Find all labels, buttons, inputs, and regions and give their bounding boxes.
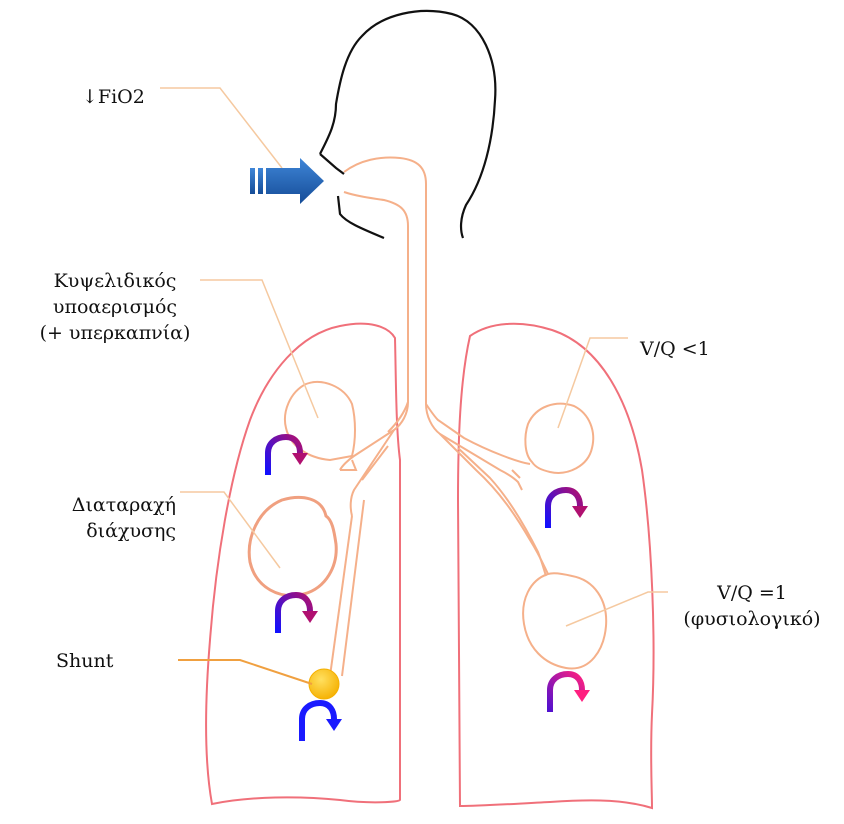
label-vq-low: V/Q <1 <box>640 336 710 362</box>
label-vq-normal-line-2: (φυσιολογικό) <box>664 606 840 632</box>
alveolus-vq-normal <box>523 573 606 668</box>
alveolus-vq-low <box>525 404 593 473</box>
label-diffusion-line-2: διάχυσης <box>20 518 176 544</box>
face-chin <box>338 196 384 238</box>
right-lung-outline <box>458 324 654 808</box>
label-diffusion-line-1: Διαταραχή <box>20 492 176 518</box>
label-shunt: Shunt <box>56 648 113 674</box>
head-outline <box>320 11 495 238</box>
label-hypoventilation-line-2: υποαερισμός <box>30 294 200 320</box>
curved-perfusion-arrow-icon <box>302 703 342 741</box>
leader-vq-low <box>558 338 628 428</box>
alveolus-diffusion <box>249 497 336 595</box>
face-upper-lip <box>320 154 344 174</box>
blue-block-arrow-icon <box>250 158 324 204</box>
leader-fio2 <box>160 88 282 168</box>
airway-tree <box>330 158 548 676</box>
label-vq-normal: V/Q =1 (φυσιολογικό) <box>664 580 840 632</box>
leader-lines <box>160 88 668 626</box>
shunt-blob <box>309 669 339 699</box>
curved-perfusion-arrow-icon <box>548 490 588 528</box>
label-vq-normal-line-1: V/Q =1 <box>664 580 840 606</box>
curved-perfusion-arrow-icon <box>278 595 318 633</box>
label-diffusion: Διαταραχή διάχυσης <box>20 492 176 544</box>
leader-shunt <box>178 660 312 684</box>
leader-diffusion <box>180 492 280 568</box>
curved-perfusion-arrow-icon <box>550 674 590 712</box>
curved-perfusion-arrow-icon <box>268 437 308 475</box>
label-hypoventilation-line-1: Κυψελιδικός <box>30 268 200 294</box>
label-fio2: ↓FiO2 <box>82 84 145 110</box>
label-hypoventilation: Κυψελιδικός υποαερισμός (+ υπερκαπνία) <box>30 268 200 346</box>
label-hypoventilation-line-3: (+ υπερκαπνία) <box>30 320 200 346</box>
